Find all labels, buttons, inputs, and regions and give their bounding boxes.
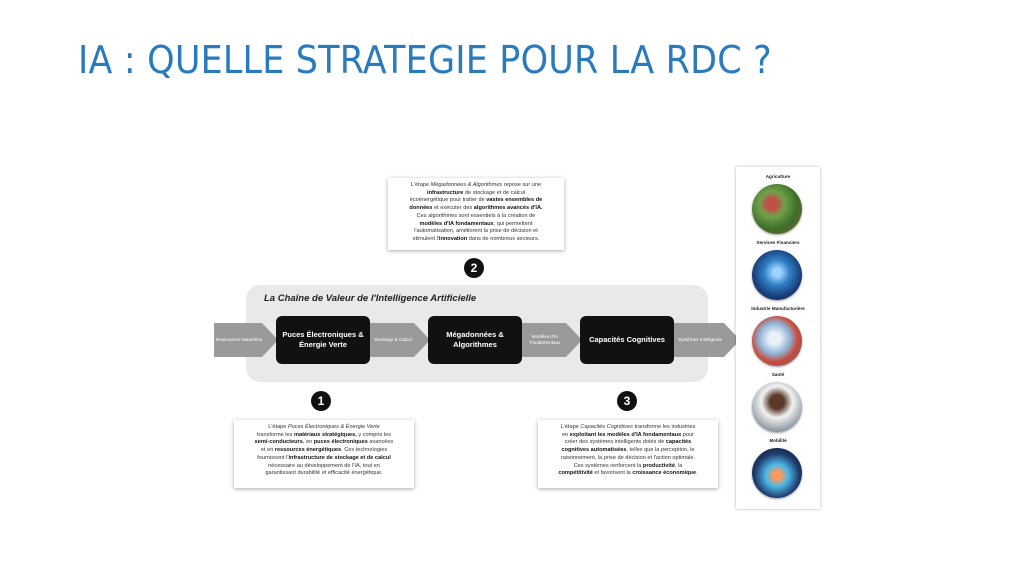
callout-step-1: L'étape Puces Électroniques & Énergie Ve… xyxy=(234,420,414,488)
input-arrow-label: Ressources Naturelles xyxy=(215,337,263,343)
sector-label-agriculture: Agriculture xyxy=(765,174,791,179)
slide-title: IA : QUELLE STRATEGIE POUR LA RDC ? xyxy=(78,38,772,82)
callout-step-3: L'étape Capacités Cognitives transforme … xyxy=(538,420,718,488)
sector-label-finance: Services Financiers xyxy=(756,240,800,245)
stage-box-2: Mégadonnées & Algorithmes xyxy=(428,316,522,364)
callout-step-2: L'étape Mégadonnées & Algorithmes repose… xyxy=(388,178,564,250)
finance-image xyxy=(752,250,802,300)
sector-label-mobility: Mobilité xyxy=(769,438,787,443)
mobility-image xyxy=(752,448,802,498)
stage-box-1: Puces Électroniques & Énergie Verte xyxy=(276,316,370,364)
output-arrow: Systèmes Intelligents xyxy=(674,323,740,357)
manufacturing-image xyxy=(752,316,802,366)
step-1-number-badge: 1 xyxy=(311,391,331,411)
value-chain-title: La Chaîne de Valeur de l'Intelligence Ar… xyxy=(264,293,477,304)
output-arrow-label: Systèmes Intelligents xyxy=(678,337,722,343)
sector-label-manufacturing: Industrie Manufacturière xyxy=(751,306,805,311)
stage-box-3-label: Capacités Cognitives xyxy=(589,335,665,345)
health-image xyxy=(752,382,802,432)
step-3-number-badge: 3 xyxy=(617,391,637,411)
stage-box-1-label: Puces Électroniques & Énergie Verte xyxy=(282,330,364,349)
sector-label-health: Santé xyxy=(771,372,785,377)
stage-box-3: Capacités Cognitives xyxy=(580,316,674,364)
connector-arrow-1-label: Stockage & Calcul xyxy=(374,337,412,343)
agriculture-image xyxy=(752,184,802,234)
stage-box-2-label: Mégadonnées & Algorithmes xyxy=(446,330,504,349)
step-2-number-badge: 2 xyxy=(464,258,484,278)
connector-arrow-2-label: Modèles d'IA Fondamentaux xyxy=(529,334,561,345)
